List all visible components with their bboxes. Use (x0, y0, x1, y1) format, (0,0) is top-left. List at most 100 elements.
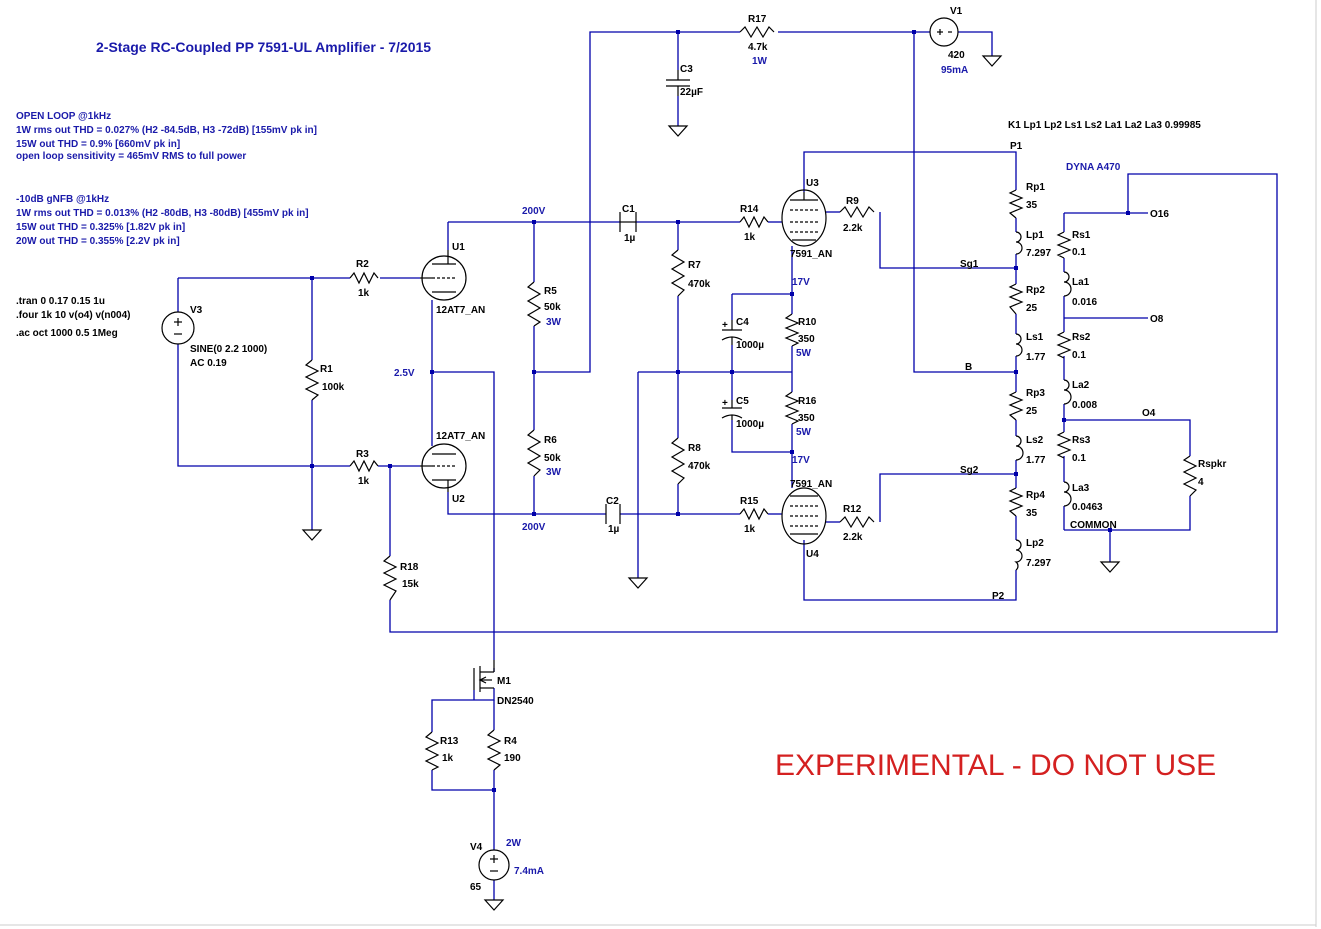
rp4-resistor (1008, 487, 1024, 517)
spice-directive: .four 1k 10 v(o4) v(n004) (16, 310, 130, 321)
ref-label: R18 (400, 562, 419, 573)
rspkr-resistor (1182, 455, 1198, 497)
power-label: 2W (506, 838, 522, 849)
ref-label: Rs1 (1072, 230, 1091, 241)
net-label: O8 (1150, 314, 1164, 325)
r5-resistor (526, 281, 542, 327)
value-label: 470k (688, 279, 711, 290)
ref-label: R10 (798, 317, 817, 328)
net-label: 2.5V (394, 368, 415, 379)
ref-label: C3 (680, 64, 693, 75)
ref-label: V1 (950, 6, 963, 17)
value-label: 25 (1026, 406, 1038, 417)
value-label: 1µ (624, 233, 636, 244)
net-label: Sg1 (960, 259, 979, 270)
value-label: 420 (948, 50, 965, 61)
value-label: 1000µ (736, 340, 764, 351)
ref-label: Rs3 (1072, 435, 1091, 446)
coupling-directive: K1 Lp1 Lp2 Ls1 Ls2 La1 La2 La3 0.99985 (1008, 120, 1201, 131)
value-label: 12AT7_AN (436, 305, 485, 316)
note-line: -10dB gNFB @1kHz (16, 194, 109, 205)
r4-resistor (486, 729, 502, 771)
value-label: 350 (798, 413, 815, 424)
ref-label: R2 (356, 259, 369, 270)
c3-capacitor (666, 70, 690, 96)
ref-label: Rp3 (1026, 388, 1045, 399)
value-label: 1µ (608, 524, 620, 535)
net-label: 200V (522, 522, 546, 533)
value-label: 1k (442, 753, 454, 764)
note-line: open loop sensitivity = 465mV RMS to ful… (16, 151, 246, 162)
ref-label: Rp2 (1026, 285, 1045, 296)
u2-triode (420, 443, 467, 492)
note-line: 1W rms out THD = 0.027% (H2 -84.5dB, H3 … (16, 125, 317, 136)
rp3-resistor (1008, 391, 1024, 421)
value-label: 1.77 (1026, 455, 1046, 466)
component-labels: R2 1k R3 1k R1 100k V3 SINE(0 2.2 1000) … (190, 6, 1226, 893)
lp1-inductor (1015, 231, 1023, 255)
ref-label: Rp4 (1026, 490, 1045, 501)
r17-resistor (739, 25, 775, 39)
la1-inductor (1063, 271, 1072, 297)
ref-label: Ls1 (1026, 332, 1044, 343)
svg-text:+: + (722, 320, 728, 331)
rp2-resistor (1008, 283, 1024, 315)
ref-label: R7 (688, 260, 701, 271)
value-label: 0.008 (1072, 400, 1097, 411)
power-label: 3W (546, 317, 562, 328)
notes-open-loop: OPEN LOOP @1kHz 1W rms out THD = 0.027% … (16, 111, 317, 162)
net-label: Sg2 (960, 465, 979, 476)
value-label: 100k (322, 382, 345, 393)
ref-label: M1 (497, 676, 511, 687)
ref-label: Ls2 (1026, 435, 1044, 446)
ref-label: R12 (843, 504, 862, 515)
ref-label: R6 (544, 435, 557, 446)
ref-label: R14 (740, 204, 759, 215)
warning-label: EXPERIMENTAL - DO NOT USE (775, 749, 1216, 782)
net-label: B (965, 362, 972, 373)
ref-label: Lp1 (1026, 230, 1044, 241)
value-label: 1k (744, 232, 756, 243)
m1-mosfet (473, 660, 495, 692)
ref-label: V3 (190, 305, 203, 316)
ground-symbols (301, 55, 1121, 911)
value-label: 0.1 (1072, 453, 1086, 464)
ref-label: C1 (622, 204, 635, 215)
value-label: 0.1 (1072, 247, 1086, 258)
lp2-inductor (1014, 539, 1023, 571)
note-line: 15W out THD = 0.325% [1.82V pk in] (16, 222, 185, 233)
u3-pentode (781, 189, 827, 247)
rp1-resistor (1008, 189, 1024, 219)
ref-label: Lp2 (1026, 538, 1044, 549)
net-label: 17V (792, 455, 810, 466)
value-label: DN2540 (497, 696, 534, 707)
r9-resistor (839, 205, 875, 219)
ref-label: R8 (688, 443, 701, 454)
v3-source (161, 311, 195, 345)
schematic-title: 2-Stage RC-Coupled PP 7591-UL Amplifier … (96, 39, 431, 55)
r12-resistor (839, 515, 875, 529)
value-label: 35 (1026, 200, 1038, 211)
la2-inductor (1063, 379, 1072, 405)
current-label: 95mA (941, 65, 968, 76)
v4-source (478, 849, 510, 881)
value-label: 2.2k (843, 532, 863, 543)
r13-resistor (424, 731, 440, 771)
net-labels: 200V 200V 2.5V 17V 17V P1 P2 Sg1 Sg2 B O… (394, 141, 1169, 602)
net-label: 200V (522, 206, 546, 217)
r7-resistor (670, 249, 686, 297)
ref-label: C2 (606, 496, 619, 507)
u1-triode (420, 250, 467, 301)
value-label: 2.2k (843, 223, 863, 234)
power-label: 1W (752, 56, 768, 67)
ref-label: La2 (1072, 380, 1090, 391)
r16-resistor (784, 391, 800, 425)
ref-label: U2 (452, 494, 465, 505)
ref-label: U4 (806, 549, 819, 560)
note-line: 20W out THD = 0.355% [2.2V pk in] (16, 236, 180, 247)
rs2-resistor (1056, 331, 1072, 359)
rs3-resistor (1056, 431, 1072, 459)
r10-resistor (784, 313, 800, 347)
ref-label: R13 (440, 736, 459, 747)
